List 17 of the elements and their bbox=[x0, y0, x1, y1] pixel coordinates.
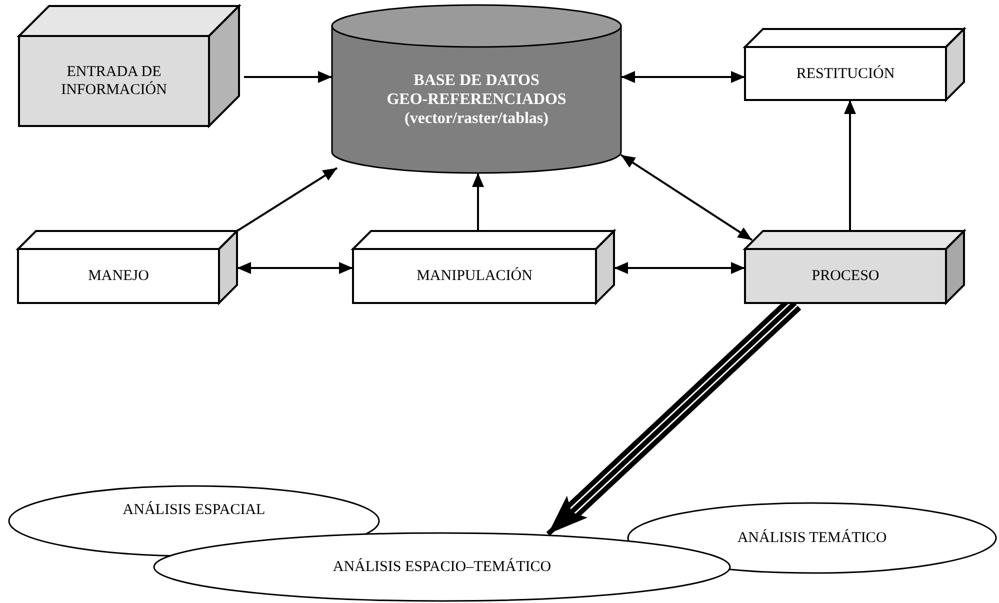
arrow bbox=[621, 71, 745, 83]
node-label: ANÁLISIS ESPACIAL bbox=[122, 501, 266, 519]
node-label: MANIPULACIÓN bbox=[416, 267, 534, 285]
arrow bbox=[237, 262, 353, 274]
arrow bbox=[620, 154, 753, 241]
node-label: MANEJO bbox=[87, 267, 150, 285]
node-label: PROCESO bbox=[810, 267, 880, 285]
arrow bbox=[844, 100, 856, 231]
node-label: ANÁLISIS ESPACIO–TEMÁTICO bbox=[332, 558, 552, 576]
arrow bbox=[244, 71, 332, 83]
arrow bbox=[614, 262, 745, 274]
node-label: ENTRADA DE INFORMACIÓN bbox=[60, 63, 168, 99]
node-label: ANÁLISIS TEMÁTICO bbox=[736, 529, 888, 547]
database-label: BASE DE DATOS GEO-REFERENCIADOS (vector/raster/tablas) bbox=[386, 70, 568, 128]
arrow bbox=[472, 173, 484, 231]
arrow bbox=[236, 167, 338, 232]
node-label: RESTITUCIÓN bbox=[795, 64, 896, 82]
